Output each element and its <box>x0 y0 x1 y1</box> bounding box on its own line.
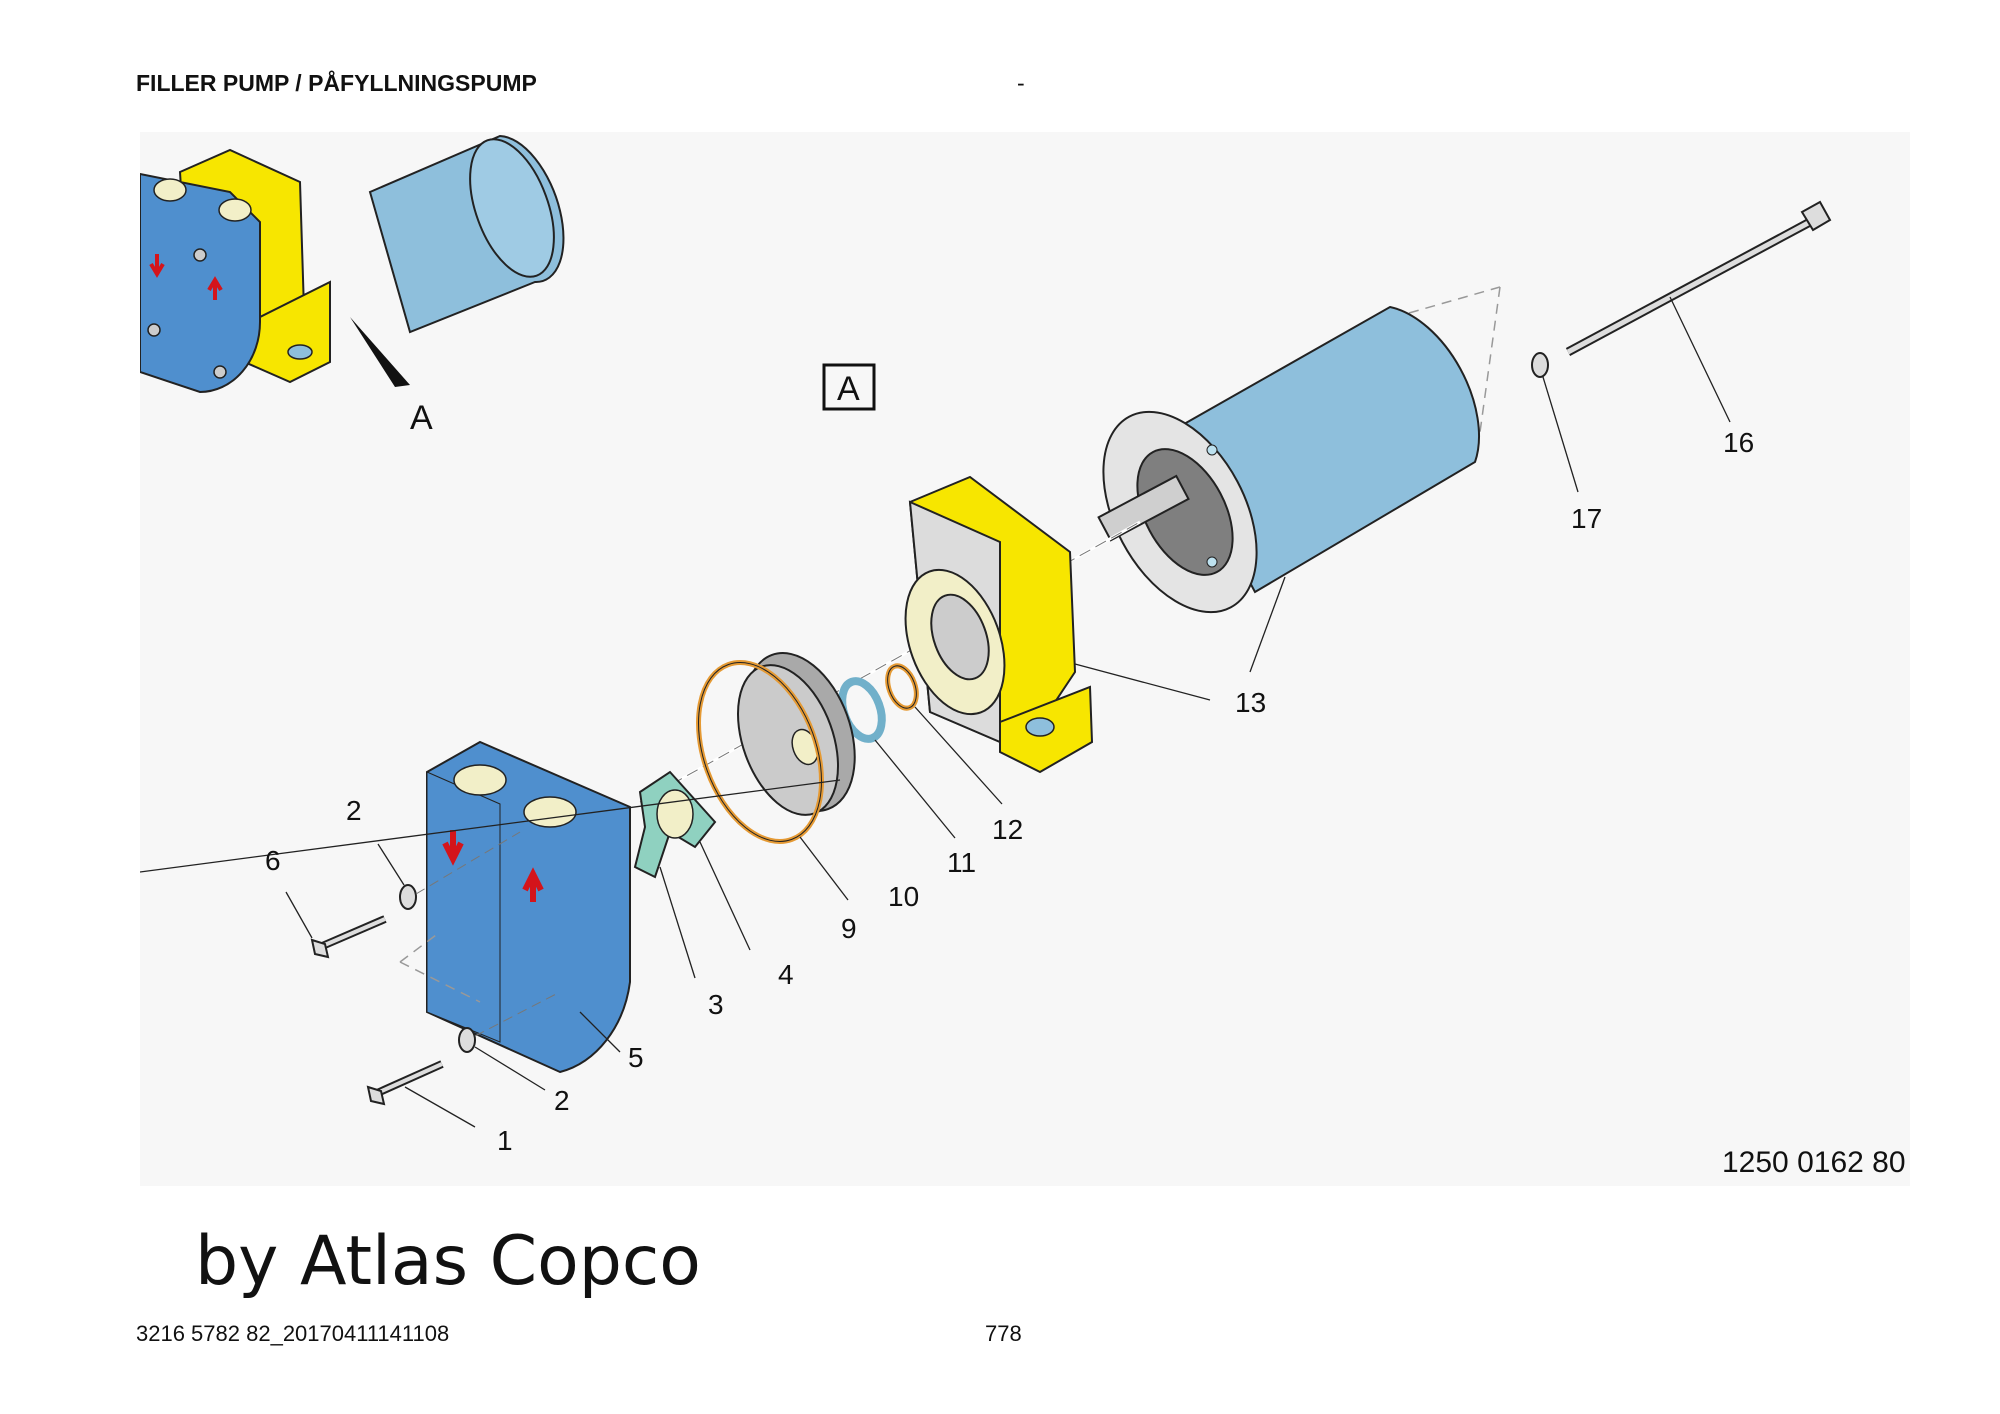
view-frame-box <box>822 363 876 411</box>
callout-6: 6 <box>265 845 281 876</box>
watermark: by Atlas Copco <box>195 1222 701 1301</box>
exploded-pump-diagram: A A <box>140 132 1910 1186</box>
callout-2-lower: 2 <box>554 1085 570 1116</box>
drawing-number: 1250 0162 80 <box>1722 1146 1906 1179</box>
long-bolt <box>1565 200 1832 356</box>
washer-2-upper <box>399 884 417 910</box>
pump-housing <box>426 740 631 1074</box>
impeller <box>633 770 717 879</box>
washer-2-lower <box>458 1027 476 1053</box>
leader-lines <box>140 296 1731 1128</box>
callout-2-upper: 2 <box>346 795 362 826</box>
assembled-pump-inset: A <box>140 134 565 437</box>
callout-12: 12 <box>992 814 1023 845</box>
callout-16: 16 <box>1723 427 1754 458</box>
washer-17 <box>1531 352 1549 378</box>
callout-1: 1 <box>497 1125 513 1156</box>
callout-11: 11 <box>947 847 976 878</box>
footer-page-number: 778 <box>985 1321 1022 1346</box>
callout-4: 4 <box>778 959 794 990</box>
electric-motor <box>1097 305 1480 614</box>
view-label: A <box>410 399 433 437</box>
flow-arrow-in-icon <box>442 830 464 866</box>
callout-17: 17 <box>1571 503 1602 534</box>
callout-3: 3 <box>708 989 724 1020</box>
bolt-6 <box>310 915 387 959</box>
callout-10: 10 <box>888 881 919 912</box>
callout-5: 5 <box>628 1042 644 1073</box>
callout-13: 13 <box>1235 687 1266 718</box>
view-arrow-icon <box>350 317 410 387</box>
callout-9: 9 <box>841 913 857 944</box>
footer-doc-id: 3216 5782 82_20170411141108 <box>136 1321 450 1346</box>
page-title: FILLER PUMP / PÅFYLLNINGSPUMP <box>136 70 537 96</box>
bolt-1 <box>366 1060 444 1106</box>
mounting-bracket <box>904 475 1094 774</box>
flow-arrow-out-icon <box>522 867 544 902</box>
view-frame-label: A <box>837 370 860 408</box>
header-dash: - <box>1017 70 1025 96</box>
